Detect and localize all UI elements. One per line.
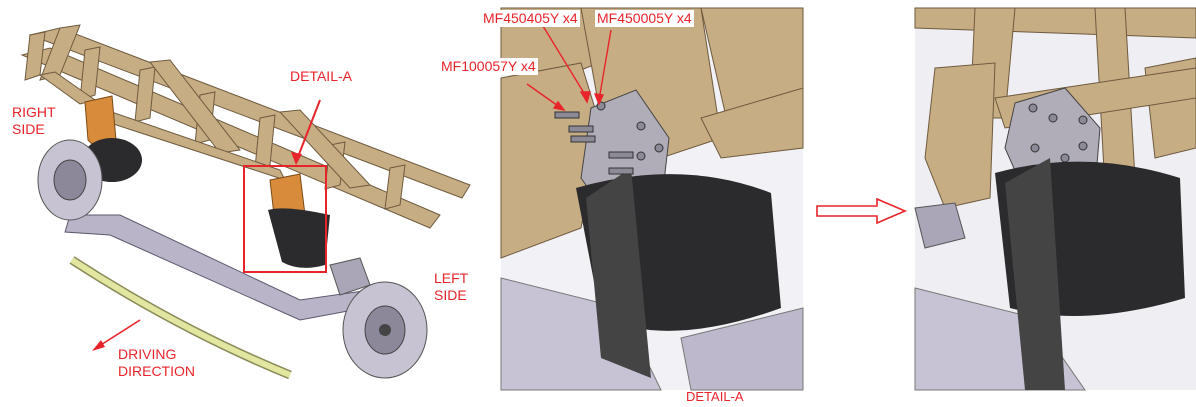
steering-knuckle	[329, 257, 371, 296]
assembled-drawing	[914, 7, 1196, 391]
driving-direction-label: DRIVING DIRECTION	[118, 346, 195, 379]
assembled-view	[914, 7, 1196, 391]
chassis-frame	[20, 24, 471, 229]
detail-a-drawing	[500, 7, 804, 391]
detail-a-leader	[295, 99, 321, 163]
arrow-down-left-icon	[92, 319, 141, 351]
callout-mf450005y: MF450005Y x4	[595, 10, 694, 27]
callout-mf450405y: MF450405Y x4	[481, 10, 580, 27]
detail-a-title: DETAIL-A	[290, 68, 352, 84]
bolt-heads	[1028, 103, 1088, 163]
detail-a-box	[243, 165, 327, 273]
left-air-spring	[268, 208, 330, 268]
detail-a-caption: DETAIL-A	[686, 389, 744, 404]
detail-a-view: MF450405Y x4 MF450005Y x4 MF100057Y x4	[439, 7, 804, 391]
callout-mf100057y: MF100057Y x4	[439, 58, 538, 75]
right-wheel-hub	[37, 139, 103, 221]
bolts	[554, 101, 664, 175]
left-wheel-hub	[342, 281, 428, 379]
arrow-right-outline-icon	[816, 197, 908, 225]
assembly-view: RIGHT SIDE DETAIL-A LEFT SIDE DRIVING DI…	[0, 0, 471, 407]
right-side-label: RIGHT SIDE	[12, 104, 56, 137]
callout-leaders	[526, 25, 612, 112]
assembly-drawing	[20, 24, 471, 380]
left-side-label: LEFT SIDE	[434, 270, 469, 303]
